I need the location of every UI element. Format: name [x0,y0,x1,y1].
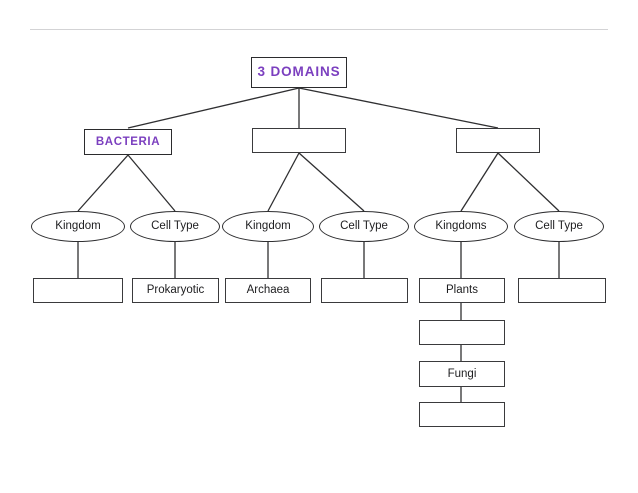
category-kingdoms-label: Kingdoms [435,220,487,233]
edge-domain2-to-celltype [298,152,365,212]
node-kingdom-fungi[interactable]: Fungi [419,361,505,387]
node-answer-archaea[interactable]: Archaea [225,278,311,303]
category-kingdom-1-label: Kingdom [55,220,101,233]
node-answer-prokaryotic[interactable]: Prokaryotic [132,278,219,303]
node-category-cell-type-1[interactable]: Cell Type [130,211,220,242]
edge-root-to-bacteria [127,87,300,129]
node-category-cell-type-3[interactable]: Cell Type [514,211,604,242]
category-kingdom-2-label: Kingdom [245,220,291,233]
node-domain-blank-1[interactable] [252,128,346,153]
answer-prokaryotic-label: Prokaryotic [146,284,205,297]
answer-plants-label: Plants [446,284,478,297]
node-domain-bacteria[interactable]: BACTERIA [84,129,172,155]
node-kingdom-blank-1[interactable] [419,320,505,345]
edge-bacteria-to-kingdom [77,154,129,212]
edge-domain3-to-celltype [497,152,560,212]
category-cell-type-3-label: Cell Type [535,220,583,233]
node-category-kingdoms[interactable]: Kingdoms [414,211,508,242]
edge-bacteria-to-celltype [127,154,176,212]
kingdom-fungi-label: Fungi [447,367,477,380]
answer-archaea-label: Archaea [246,284,290,297]
node-answer-blank-2[interactable] [321,278,408,303]
node-answer-blank-1[interactable] [33,278,123,303]
node-category-kingdom-2[interactable]: Kingdom [222,211,314,242]
edge-domain3-to-kingdoms [460,152,499,212]
node-domain-blank-2[interactable] [456,128,540,153]
edge-root-to-domain-3 [298,87,499,129]
node-root-3-domains[interactable]: 3 DOMAINS [251,57,347,88]
node-category-kingdom-1[interactable]: Kingdom [31,211,125,242]
node-kingdom-blank-2[interactable] [419,402,505,427]
header-divider [30,29,608,30]
node-category-cell-type-2[interactable]: Cell Type [319,211,409,242]
domain-bacteria-label: BACTERIA [95,135,161,148]
root-label: 3 DOMAINS [257,64,341,80]
category-cell-type-2-label: Cell Type [340,220,388,233]
node-answer-blank-3[interactable] [518,278,606,303]
edge-domain2-to-kingdom [267,152,300,212]
category-cell-type-1-label: Cell Type [151,220,199,233]
node-answer-plants[interactable]: Plants [419,278,505,303]
